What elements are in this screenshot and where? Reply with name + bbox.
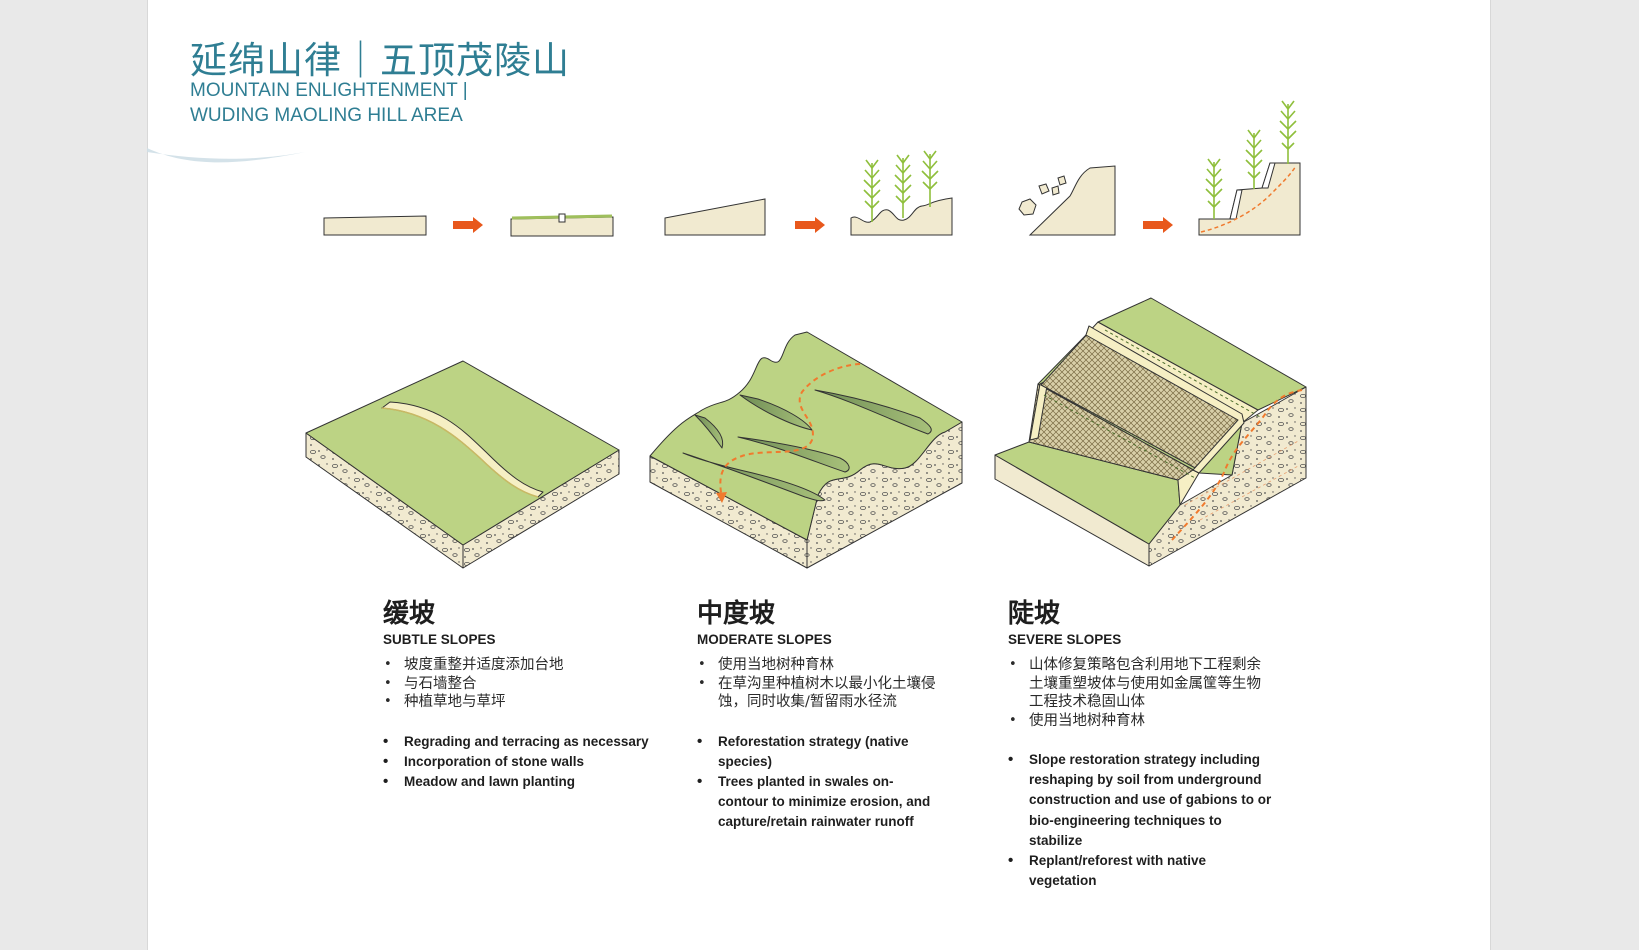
list-item: 种植草地与草坪: [383, 693, 683, 712]
column-subtle-slopes: 缓坡 SUBTLE SLOPES 坡度重整并适度添加台地 与石墙整合 种植草地与…: [383, 598, 683, 792]
bullet-list-en: Slope restoration strategy including res…: [1008, 750, 1276, 891]
column-title-zh: 中度坡: [697, 599, 776, 629]
arrow-right-icon: [1143, 217, 1173, 233]
tree-group-moderate: [863, 150, 939, 222]
tree-icon: [1205, 158, 1223, 219]
tree-group-severe: [1205, 100, 1297, 219]
tree-icon: [863, 159, 881, 222]
page-title-zh: 延绵山律｜五顶茂陵山: [190, 39, 570, 82]
block-diagram-moderate-slopes: [649, 331, 963, 569]
list-item: Regrading and terracing as necessary: [383, 732, 683, 752]
mini-diagram-subtle-before: [323, 215, 427, 236]
column-title-zh: 缓坡: [383, 599, 436, 629]
block-diagram-subtle-slopes: [305, 360, 620, 569]
bullet-list-zh: 坡度重整并适度添加台地 与石墙整合 种植草地与草坪: [383, 656, 683, 712]
mini-diagram-moderate-before: [664, 198, 766, 236]
page-title-en-line1: MOUNTAIN ENLIGHTENMENT |: [190, 80, 468, 101]
bullet-list-zh: 使用当地树种育林 在草沟里种植树木以最小化土壤侵蚀，同时收集/暂留雨水径流: [697, 656, 957, 712]
mini-diagram-moderate-after: [850, 197, 953, 236]
block-diagram-severe-slopes: [994, 297, 1307, 567]
arrow-right-icon: [795, 217, 825, 233]
list-item: 坡度重整并适度添加台地: [383, 656, 683, 675]
bullet-list-zh: 山体修复策略包含利用地下工程剩余土壤重塑坡体与使用如金属筐等生物工程技术稳固山体…: [1008, 656, 1263, 730]
mini-diagram-severe-after: [1198, 162, 1301, 236]
bullet-list-en: Reforestation strategy (native species) …: [697, 732, 942, 833]
list-item: Meadow and lawn planting: [383, 772, 683, 792]
rock-icon: [1018, 175, 1067, 216]
column-severe-slopes: 陡坡 SEVERE SLOPES 山体修复策略包含利用地下工程剩余土壤重塑坡体与…: [1008, 598, 1278, 891]
list-item: 与石墙整合: [383, 675, 683, 694]
arrow-right-icon: [453, 217, 483, 233]
mini-diagram-subtle-after: [510, 213, 614, 237]
column-title-en: SEVERE SLOPES: [1008, 632, 1122, 647]
list-item: 在草沟里种植树木以最小化土壤侵蚀，同时收集/暂留雨水径流: [697, 675, 957, 712]
mini-diagram-severe-before: [1018, 165, 1116, 236]
column-title-en: SUBTLE SLOPES: [383, 632, 496, 647]
column-moderate-slopes: 中度坡 MODERATE SLOPES 使用当地树种育林 在草沟里种植树木以最小…: [697, 598, 957, 833]
tree-icon: [921, 150, 939, 207]
column-title-zh: 陡坡: [1008, 599, 1061, 629]
list-item: Slope restoration strategy including res…: [1008, 750, 1276, 851]
list-item: Replant/reforest with native vegetation: [1008, 851, 1276, 891]
list-item: 山体修复策略包含利用地下工程剩余土壤重塑坡体与使用如金属筐等生物工程技术稳固山体: [1008, 656, 1263, 712]
list-item: 使用当地树种育林: [697, 656, 957, 675]
page-title-en-line2: WUDING MAOLING HILL AREA: [190, 105, 463, 126]
list-item: Reforestation strategy (native species): [697, 732, 942, 772]
page-title-en: MOUNTAIN ENLIGHTENMENT | WUDING MAOLING …: [190, 78, 468, 128]
column-title-en: MODERATE SLOPES: [697, 632, 832, 647]
bullet-list-en: Regrading and terracing as necessary Inc…: [383, 732, 683, 793]
list-item: 使用当地树种育林: [1008, 712, 1263, 731]
tree-icon: [894, 154, 912, 218]
list-item: Trees planted in swales on-contour to mi…: [697, 772, 942, 833]
tree-icon: [1279, 100, 1297, 164]
list-item: Incorporation of stone walls: [383, 752, 683, 772]
tree-icon: [1245, 129, 1263, 189]
brush-stroke-decoration: [147, 148, 305, 163]
